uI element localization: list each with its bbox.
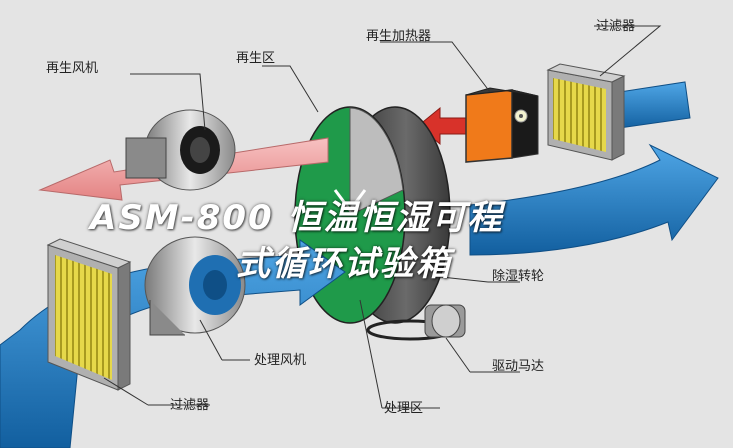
label-dehum-wheel: 除湿转轮 xyxy=(492,269,544,284)
leader-lines xyxy=(103,25,662,409)
label-drive-motor: 驱动马达 xyxy=(492,359,544,374)
label-regen-heater: 再生加热器 xyxy=(366,29,431,44)
drive-motor xyxy=(366,304,466,341)
label-regen-fan: 再生风机 xyxy=(46,61,98,76)
label-process-fan: 处理风机 xyxy=(254,353,306,368)
process-fan xyxy=(144,236,246,336)
regen-fan xyxy=(125,109,236,191)
label-process-zone: 处理区 xyxy=(384,401,423,416)
watermark-line-2: 式循环试验箱 xyxy=(236,244,452,284)
watermark-line-1: ASM-800 恒温恒湿可程 xyxy=(90,198,504,238)
filter-top xyxy=(546,63,626,161)
filter-bottom xyxy=(46,238,132,391)
label-filter-bottom: 过滤器 xyxy=(170,398,209,413)
label-regen-zone: 再生区 xyxy=(236,51,275,66)
process-air-outlet-arrow xyxy=(469,143,719,256)
label-filter-top: 过滤器 xyxy=(596,19,635,34)
regen-heater xyxy=(465,87,539,163)
